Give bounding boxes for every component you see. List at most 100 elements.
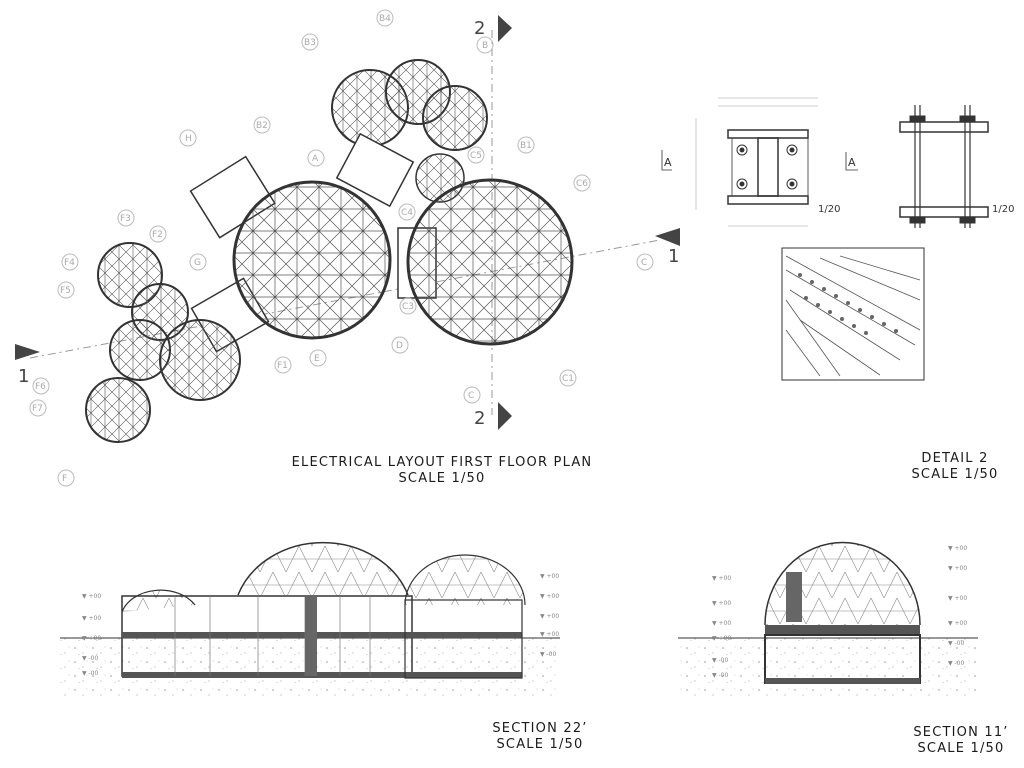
floor-slab xyxy=(122,632,522,638)
svg-text:▼ -00: ▼ -00 xyxy=(948,640,965,647)
section-marker-2-bottom: 2 xyxy=(474,402,512,430)
svg-text:C: C xyxy=(641,258,647,268)
svg-text:B2: B2 xyxy=(256,121,268,131)
grid-label: D xyxy=(391,336,409,354)
svg-text:1: 1 xyxy=(18,366,29,387)
grid-label: F5 xyxy=(57,281,75,299)
stair-core xyxy=(305,596,317,676)
svg-text:A: A xyxy=(664,156,672,169)
section-22: ▼ +00▼ +00▼ +00 ▼ -00▼ -00 ▼ +00▼ +00▼ +… xyxy=(60,541,560,696)
svg-text:▼ +00: ▼ +00 xyxy=(712,600,731,607)
dome-main-a xyxy=(232,180,392,340)
grid-label: F1 xyxy=(274,356,292,374)
svg-text:F7: F7 xyxy=(32,404,43,414)
svg-text:▼ -00: ▼ -00 xyxy=(82,670,99,677)
grid-label: F6 xyxy=(32,377,50,395)
base-slab xyxy=(122,672,522,678)
grid-label: B xyxy=(476,36,494,54)
svg-text:▼ +00: ▼ +00 xyxy=(948,565,967,572)
grid-label: B2 xyxy=(253,116,271,134)
section-marker-1-left: 1 xyxy=(15,344,40,387)
grid-label: C6 xyxy=(573,174,591,192)
section-dome-large xyxy=(237,541,409,596)
web xyxy=(757,137,779,197)
svg-text:▼ +00: ▼ +00 xyxy=(712,620,731,627)
svg-text:1/20: 1/20 xyxy=(818,204,840,215)
svg-text:▼ +00: ▼ +00 xyxy=(540,631,559,638)
section-11-dome xyxy=(764,541,921,626)
svg-text:E: E xyxy=(314,354,320,364)
svg-text:1/20: 1/20 xyxy=(992,204,1014,215)
svg-text:▼ +00: ▼ +00 xyxy=(948,620,967,627)
detail-scale: SCALE 1/50 xyxy=(911,467,999,482)
grid-label: C xyxy=(636,253,654,271)
plan-scale: SCALE 1/50 xyxy=(398,471,486,486)
grid-label: F3 xyxy=(117,209,135,227)
dome-g xyxy=(159,319,241,401)
svg-text:B: B xyxy=(482,41,488,51)
dome-main-c xyxy=(406,178,574,346)
svg-text:F4: F4 xyxy=(64,258,75,268)
svg-text:C6: C6 xyxy=(576,179,588,189)
svg-text:C3: C3 xyxy=(402,302,414,312)
section-marker-2-top: 2 xyxy=(474,15,512,42)
grid-labels: B4 B3 B B2 B1 H A C5 C6 C4 F3 F2 G F4 F5… xyxy=(29,9,654,487)
detail-title: DETAIL 2 xyxy=(921,451,989,466)
plate-bottom xyxy=(727,195,809,205)
grid-label: C5 xyxy=(467,146,485,164)
grid-label: H xyxy=(179,129,197,147)
grid-label: B1 xyxy=(517,136,535,154)
svg-text:F5: F5 xyxy=(60,286,71,296)
section-11-core xyxy=(786,572,802,622)
svg-text:▼ +00: ▼ +00 xyxy=(948,595,967,602)
floor-plan: 1 1 2 2 B4 B3 B B2 B1 H A C5 C6 C4 F3 F2 xyxy=(15,9,680,487)
svg-text:F3: F3 xyxy=(120,214,131,224)
grid-label: F4 xyxy=(61,253,79,271)
svg-text:G: G xyxy=(194,258,201,268)
svg-text:▼ -00: ▼ -00 xyxy=(82,655,99,662)
svg-text:▼ +00: ▼ +00 xyxy=(712,635,731,642)
svg-text:1: 1 xyxy=(668,246,679,267)
svg-text:B1: B1 xyxy=(520,141,532,151)
detail-3d-frame xyxy=(781,247,925,381)
svg-text:▼ +00: ▼ +00 xyxy=(82,593,101,600)
section-marker-1-right: 1 xyxy=(655,228,680,267)
svg-text:C: C xyxy=(468,391,474,401)
section22-title: SECTION 22’ xyxy=(492,721,588,736)
svg-text:▼ +00: ▼ +00 xyxy=(82,615,101,622)
svg-text:▼ +00: ▼ +00 xyxy=(540,613,559,620)
grid-label: A xyxy=(307,149,325,167)
annex-b2 xyxy=(335,132,415,208)
bolt-plate-bottom xyxy=(899,206,989,218)
grid-label: B4 xyxy=(376,9,394,27)
svg-text:2: 2 xyxy=(474,408,485,429)
section22-caption: SECTION 22’ SCALE 1/50 xyxy=(470,721,610,753)
svg-text:F: F xyxy=(62,474,67,484)
bolt-plate-top xyxy=(899,121,989,133)
grid-label: C xyxy=(463,386,481,404)
grid-label: F2 xyxy=(149,225,167,243)
section11-caption: SECTION 11’ SCALE 1/50 xyxy=(898,725,1024,757)
ground-fill-11 xyxy=(678,638,978,696)
section-11: ▼ +00 ▼ +00 ▼ +00 ▼ +00 ▼ -00 ▼ -00 ▼ +00 ▼ +… xyxy=(678,541,978,696)
svg-text:C1: C1 xyxy=(562,374,574,384)
detail-caption: DETAIL 2 SCALE 1/50 xyxy=(890,451,1020,483)
grid-label: C4 xyxy=(398,203,416,221)
detail-2: A 1/20 A 1/20 xyxy=(661,97,1014,381)
dome-b xyxy=(422,85,488,151)
section-dome-right xyxy=(404,554,526,606)
svg-text:H: H xyxy=(185,134,192,144)
plate-top xyxy=(727,129,809,139)
svg-text:A: A xyxy=(848,156,856,169)
svg-text:▼ -00: ▼ -00 xyxy=(540,651,557,658)
svg-text:F2: F2 xyxy=(152,230,163,240)
grid-label: C3 xyxy=(399,297,417,315)
grid-label: F xyxy=(57,469,75,487)
svg-text:B4: B4 xyxy=(379,14,391,24)
svg-text:▼ -00: ▼ -00 xyxy=(712,672,729,679)
svg-text:▼ +00: ▼ +00 xyxy=(948,545,967,552)
svg-text:B3: B3 xyxy=(304,38,316,48)
grid-label: G xyxy=(189,253,207,271)
grid-label: B3 xyxy=(301,33,319,51)
